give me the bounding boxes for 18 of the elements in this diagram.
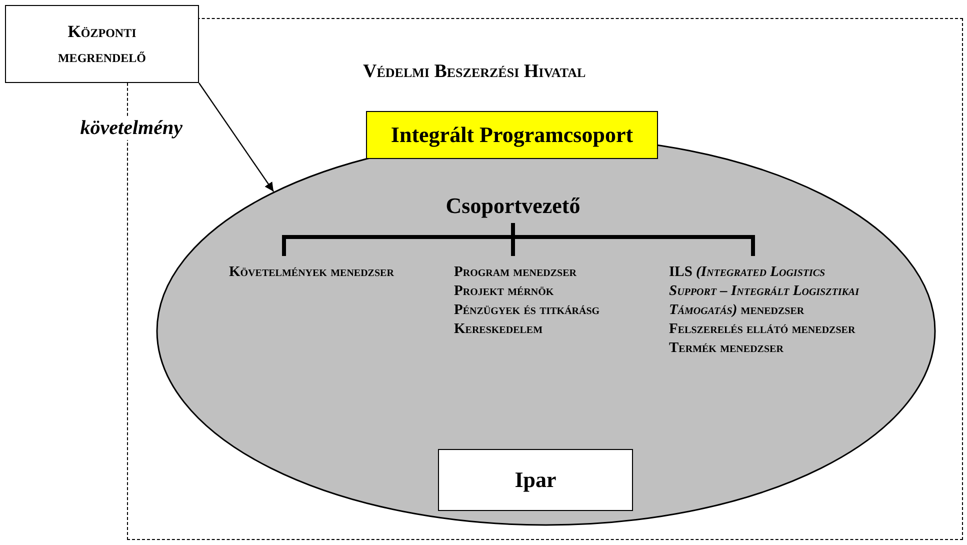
arrow <box>198 82 274 192</box>
role-text: Termék menedzser <box>669 339 784 358</box>
role-text: Kereskedelem <box>454 320 544 339</box>
box-label: Központi megrendelő <box>56 20 147 68</box>
role-text: Követelmények menedzser <box>229 263 394 282</box>
role-text: Projekt mérnök <box>454 282 555 301</box>
box-label: Ipar <box>514 467 556 493</box>
role-text: Program menedzser <box>454 263 578 282</box>
role-text: ILS (Integrated Logistics Support – Integrált Logisztikai Támogatás) menedzser <box>669 263 860 320</box>
entity-box <box>438 449 633 511</box>
office-title: Védelmi Beszerzési Hivatal <box>363 61 586 83</box>
edge-label: követelmény <box>78 117 184 140</box>
group-header-box <box>366 111 658 159</box>
box-label: Integrált Programcsoport <box>390 122 634 148</box>
box-label: Csoportvezető <box>444 193 582 219</box>
role-text: Pénzügyek és titkárásg <box>454 301 601 320</box>
entity-box <box>5 5 199 83</box>
role-text: Felszerelés ellátó menedzser <box>669 320 856 339</box>
